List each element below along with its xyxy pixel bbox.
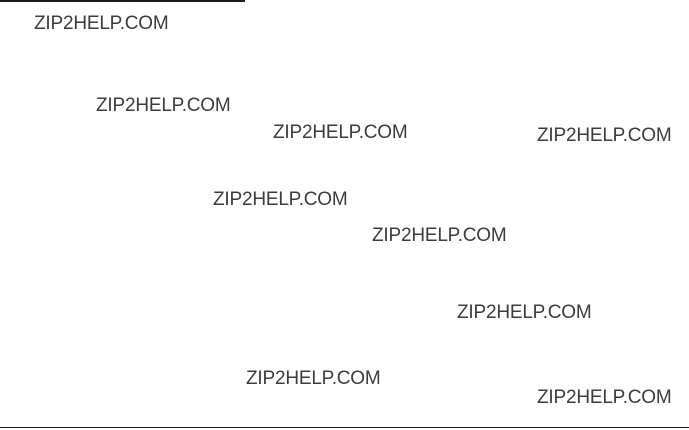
watermark-text: ZIP2HELP.COM xyxy=(457,302,592,323)
bottom-divider xyxy=(0,427,689,428)
watermark-text: ZIP2HELP.COM xyxy=(96,95,231,116)
watermark-text: ZIP2HELP.COM xyxy=(34,13,169,34)
watermark-text: ZIP2HELP.COM xyxy=(273,122,408,143)
watermark-text: ZIP2HELP.COM xyxy=(537,125,672,146)
watermark-text: ZIP2HELP.COM xyxy=(372,225,507,246)
watermark-text: ZIP2HELP.COM xyxy=(537,387,672,408)
watermark-text: ZIP2HELP.COM xyxy=(246,368,381,389)
top-divider xyxy=(0,0,245,2)
watermark-text: ZIP2HELP.COM xyxy=(213,189,348,210)
